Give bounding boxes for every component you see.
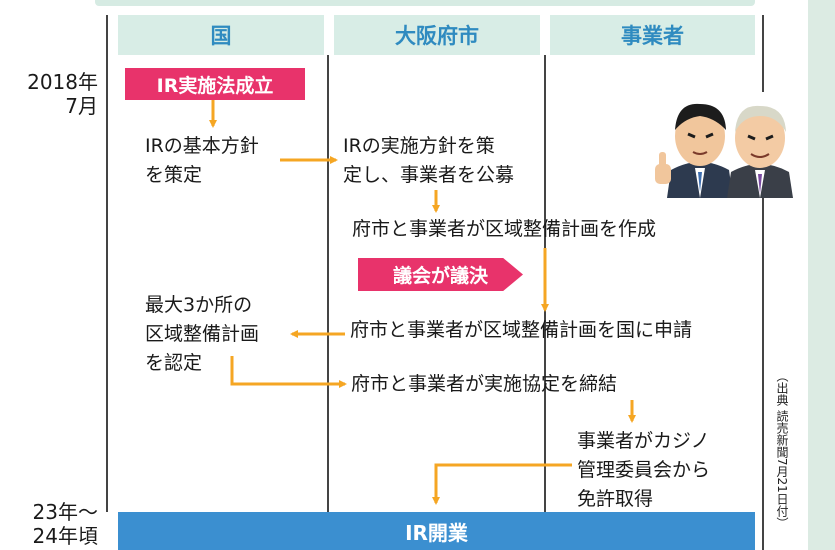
- step-license: 事業者がカジノ 管理委員会から 免許取得: [577, 430, 711, 510]
- tag-ir-law-enacted: IR実施法成立: [125, 68, 305, 100]
- ir-opening-bar: IR開業: [118, 512, 755, 550]
- step-basic-policy: IRの基本方針 を策定: [145, 135, 259, 186]
- sidebar-strip: [808, 0, 835, 550]
- column-divider-1: [327, 55, 329, 512]
- top-decor-strip: [95, 0, 755, 6]
- businessmen-illustration: [655, 92, 801, 198]
- arrow-license-to-opening: [432, 463, 572, 505]
- businessman-left: [655, 103, 733, 198]
- column-header-operator: 事業者: [550, 15, 755, 55]
- right-border-line: [762, 15, 764, 550]
- source-citation: （出典 読売新聞7月21日付）: [775, 370, 789, 529]
- step-agreement: 府市と事業者が実施協定を締結: [351, 373, 618, 395]
- arrow-approval-to-agreement: [230, 356, 347, 388]
- step-plan-creation: 府市と事業者が区域整備計画を作成: [352, 218, 657, 240]
- businessman-right: [727, 105, 793, 198]
- tag-assembly-resolution: 議会が議決: [358, 258, 523, 291]
- step-approval: 最大3か所の 区域整備計画 を認定: [145, 294, 260, 374]
- column-header-osaka: 大阪府市: [334, 15, 540, 55]
- year-end-label: 23年〜 24年頃: [32, 500, 98, 548]
- column-header-national: 国: [118, 15, 324, 55]
- step-application: 府市と事業者が区域整備計画を国に申請: [350, 319, 693, 341]
- step-implementation-policy: IRの実施方針を策 定し、事業者を公募: [343, 135, 515, 186]
- timeline-axis-line: [106, 15, 108, 512]
- year-start-label: 2018年 7月: [27, 70, 98, 118]
